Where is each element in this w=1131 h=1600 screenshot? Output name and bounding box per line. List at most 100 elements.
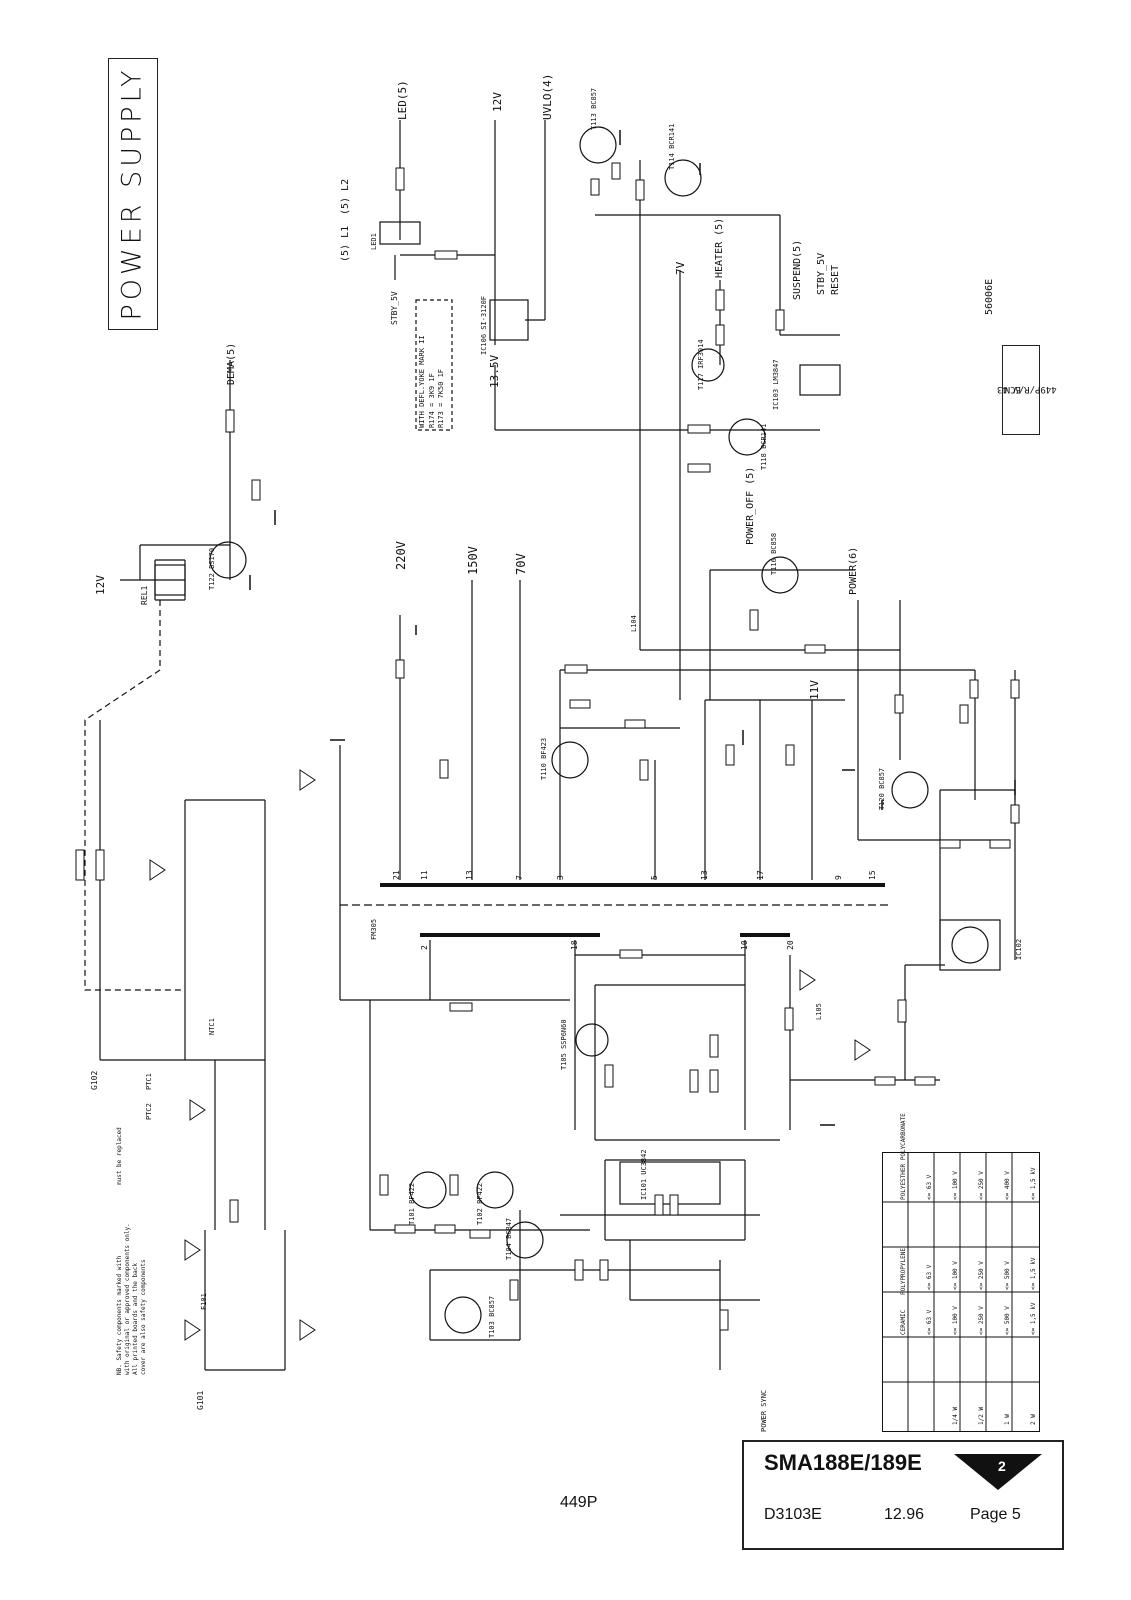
ref-g102: G102 bbox=[90, 1070, 99, 1090]
legend-w-quarter: 1/4 W bbox=[952, 1406, 959, 1425]
pin-21: 21 bbox=[392, 870, 401, 880]
legend-r4c2: <= 500 V bbox=[1004, 1261, 1011, 1290]
safety-note-4: cover are also safety components bbox=[140, 1259, 147, 1375]
ref-t122: T122 BS170 bbox=[208, 547, 216, 590]
ref-rel1: REL1 bbox=[140, 585, 149, 605]
pin-15: 15 bbox=[868, 870, 877, 880]
signal-150v: 150V bbox=[466, 546, 480, 575]
ref-t116: T116 BC858 bbox=[770, 532, 778, 575]
signal-11v: 11V bbox=[808, 680, 821, 700]
ecn-frame bbox=[1002, 345, 1040, 435]
signal-heater: HEATER (5) bbox=[714, 217, 725, 278]
safety-note-3: All printed boards and the back bbox=[132, 1263, 139, 1375]
defl-note-1: WITH DEFL.YOKE MARK II bbox=[418, 335, 426, 428]
ref-ic106: IC106 SI-3120F bbox=[480, 295, 488, 355]
ref-t110: T110 BF423 bbox=[540, 737, 548, 780]
signal-reset: RESET bbox=[830, 264, 841, 295]
signal-led: LED(5) bbox=[396, 80, 409, 120]
ecn-block: ECN 449P/R/V 43 bbox=[997, 345, 1057, 433]
ref-t114: T114 BCR141 bbox=[668, 123, 676, 170]
page-number: Page 5 bbox=[970, 1506, 1021, 1523]
footer-code: 449P bbox=[560, 1494, 598, 1511]
signal-l1: (5) L1 bbox=[340, 225, 351, 262]
legend-r3c2: <= 250 V bbox=[978, 1261, 985, 1290]
ref-ic102: IC102 bbox=[1015, 938, 1023, 960]
legend-header-polypropylene: POLYPROPYLENE bbox=[900, 1248, 907, 1295]
pin-11: 11 bbox=[420, 870, 429, 880]
legend-r1c2: <= 63 V bbox=[926, 1264, 933, 1290]
pin-9: 9 bbox=[834, 875, 843, 880]
ref-g101: G101 bbox=[196, 1390, 205, 1410]
ref-t102: T102 BF422 bbox=[476, 1182, 484, 1225]
legend-r3c1: <= 250 V bbox=[978, 1306, 985, 1335]
ref-t118: T118 BCR141 bbox=[760, 423, 768, 470]
legend-header-polyester: POLYESTHER POLYCARBONATE bbox=[900, 1113, 907, 1200]
legend-w-half: 1/2 W bbox=[978, 1406, 985, 1425]
signal-220v: 220V bbox=[394, 541, 408, 570]
signal-stby5v: STBY_5V bbox=[816, 252, 827, 295]
ref-ptc1: PTC1 bbox=[145, 1073, 153, 1090]
pin-10: 10 bbox=[740, 940, 749, 950]
defl-note-2: R174 = 3K9 1F bbox=[428, 373, 436, 428]
signal-12v-left: 12V bbox=[94, 575, 107, 595]
title-frame bbox=[108, 58, 158, 330]
ref-ntc1: NTC1 bbox=[208, 1018, 216, 1035]
ref-ic103: IC103 LM3847 bbox=[772, 359, 780, 410]
ref-t117: T117 IRF3014 bbox=[697, 339, 705, 390]
ref-led1: LED1 bbox=[370, 233, 378, 250]
signal-70v: 70V bbox=[514, 553, 528, 575]
ref-l104: L104 bbox=[630, 615, 638, 632]
safety-note-1b: must be replaced bbox=[116, 1127, 123, 1185]
pin-3: 3 bbox=[556, 875, 565, 880]
sheet-number: 2 bbox=[998, 1458, 1006, 1474]
ecn-value: 449P/R/V 43 bbox=[997, 384, 1057, 394]
pin-20: 20 bbox=[786, 940, 795, 950]
legend-r2c1: <= 100 V bbox=[952, 1306, 959, 1335]
ref-t101: T101 BF422 bbox=[408, 1182, 416, 1225]
signal-12v-top: 12V bbox=[491, 92, 504, 112]
signal-13-5v: 13.5V bbox=[488, 354, 501, 388]
legend-r4c3: <= 400 V bbox=[1004, 1171, 1011, 1200]
doc-number: D3103E bbox=[764, 1506, 822, 1523]
defl-note-3: R173 = 7K50 1F bbox=[437, 368, 445, 428]
signal-uvlo: UVLO(4) bbox=[541, 73, 554, 120]
title-block: SMA188E/189E 2 D3103E 12.96 Page 5 bbox=[742, 1440, 1064, 1550]
component-legend-table bbox=[882, 1152, 1040, 1432]
ref-t120: T120 BC857 bbox=[878, 767, 886, 810]
sheet-triangle-icon bbox=[954, 1454, 1042, 1490]
legend-header-ceramic: CERAMIC bbox=[900, 1309, 907, 1335]
ref-t105: T105 SSP6N60 bbox=[560, 1019, 568, 1070]
signal-power-off: POWER_OFF (5) bbox=[745, 466, 756, 545]
signal-power-sync: POWER SYNC bbox=[760, 1389, 768, 1432]
pin-18: 18 bbox=[570, 940, 579, 950]
page-title: POWER SUPPLY bbox=[116, 65, 148, 321]
signal-7v: 7V bbox=[674, 261, 687, 275]
legend-r3c3: <= 250 V bbox=[978, 1171, 985, 1200]
pin-13a: 13 bbox=[465, 870, 474, 880]
ref-t113: T113 BC857 bbox=[590, 87, 598, 130]
legend-r1c3: <= 63 V bbox=[926, 1174, 933, 1200]
ref-ptc2: PTC2 bbox=[145, 1103, 153, 1120]
doc-date: 12.96 bbox=[884, 1506, 925, 1523]
pin-5: 5 bbox=[650, 875, 659, 880]
legend-r5c1: <= 1,5 kV bbox=[1030, 1302, 1037, 1335]
pin-13b: 13 bbox=[700, 870, 709, 880]
legend-r1c1: <= 63 V bbox=[926, 1309, 933, 1335]
signal-stby5v-left: STBY_5V bbox=[390, 291, 399, 325]
signal-suspend: SUSPEND(5) bbox=[792, 239, 803, 300]
ref-l105: L105 bbox=[815, 1003, 823, 1020]
page-title-wrap: POWER SUPPLY bbox=[108, 58, 156, 328]
legend-r2c3: <= 100 V bbox=[952, 1171, 959, 1200]
pin-2: 2 bbox=[420, 945, 429, 950]
legend-r2c2: <= 100 V bbox=[952, 1261, 959, 1290]
legend-r4c1: <= 500 V bbox=[1004, 1306, 1011, 1335]
ref-ic101: IC101 UC3842 bbox=[640, 1149, 648, 1200]
ref-t103: T103 BC857 bbox=[488, 1295, 496, 1338]
safety-note-2: with original or approved components onl… bbox=[124, 1223, 131, 1375]
legend-r5c2: <= 1,5 kV bbox=[1030, 1257, 1037, 1290]
legend-r5c3: <= 1,5 kV bbox=[1030, 1167, 1037, 1200]
signal-l2: (5) L2 bbox=[340, 178, 351, 215]
signal-power6: POWER(6) bbox=[848, 546, 859, 595]
drawing-number: 56006E bbox=[984, 278, 995, 315]
